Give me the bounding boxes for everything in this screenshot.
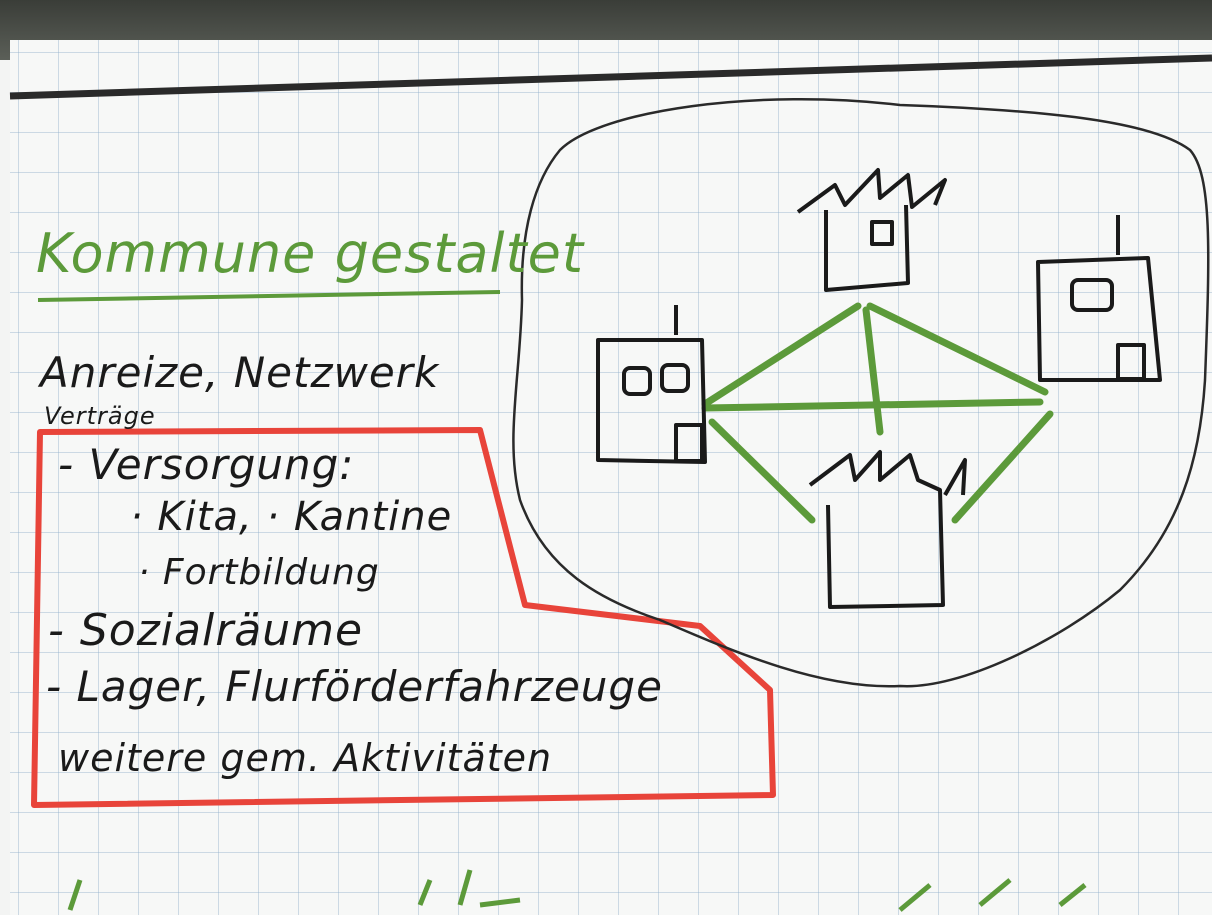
- link-top-bottom: [862, 306, 884, 436]
- building-left: [596, 305, 707, 464]
- building-left-door: [674, 423, 704, 463]
- grid-paper: [10, 40, 1212, 915]
- item-lager: - Lager, Flurförderfahrzeuge: [46, 662, 663, 711]
- buildings: [596, 168, 1162, 609]
- item-sozialraeume: - Sozialräume: [48, 605, 364, 656]
- cloud-outline: [512, 98, 1210, 688]
- title-underline: [37, 290, 501, 302]
- building-top-window: [870, 220, 894, 246]
- link-top-right: [866, 302, 1049, 396]
- link-left-right: [701, 398, 1044, 412]
- building-left-window-1: [622, 366, 652, 396]
- item-weitere-aktivitaeten: weitere gem. Aktivitäten: [58, 736, 553, 780]
- red-outline-box: [31, 427, 776, 808]
- bottom-scribbles: [67, 869, 1087, 912]
- item-fortbildung: · Fortbildung: [138, 552, 380, 593]
- building-bottom: [808, 450, 967, 609]
- building-right: [1036, 215, 1162, 382]
- network-links: [701, 302, 1054, 524]
- link-right-bottom: [951, 410, 1054, 524]
- building-top: [796, 168, 947, 292]
- building-left-window-2: [660, 363, 690, 393]
- link-left-top: [701, 302, 862, 408]
- item-kita-kantine: · Kita, · Kantine: [130, 494, 453, 540]
- building-right-door: [1116, 343, 1146, 381]
- text-vertraege: Verträge: [44, 402, 156, 430]
- item-versorgung: - Versorgung:: [58, 440, 355, 489]
- building-right-window: [1070, 278, 1114, 312]
- heading-kommune-gestaltet: Kommune gestaltet: [36, 222, 585, 285]
- link-left-bottom: [708, 418, 816, 524]
- text-anreize-netzwerk: Anreize, Netzwerk: [40, 348, 440, 397]
- paper-top-edge: [9, 54, 1212, 100]
